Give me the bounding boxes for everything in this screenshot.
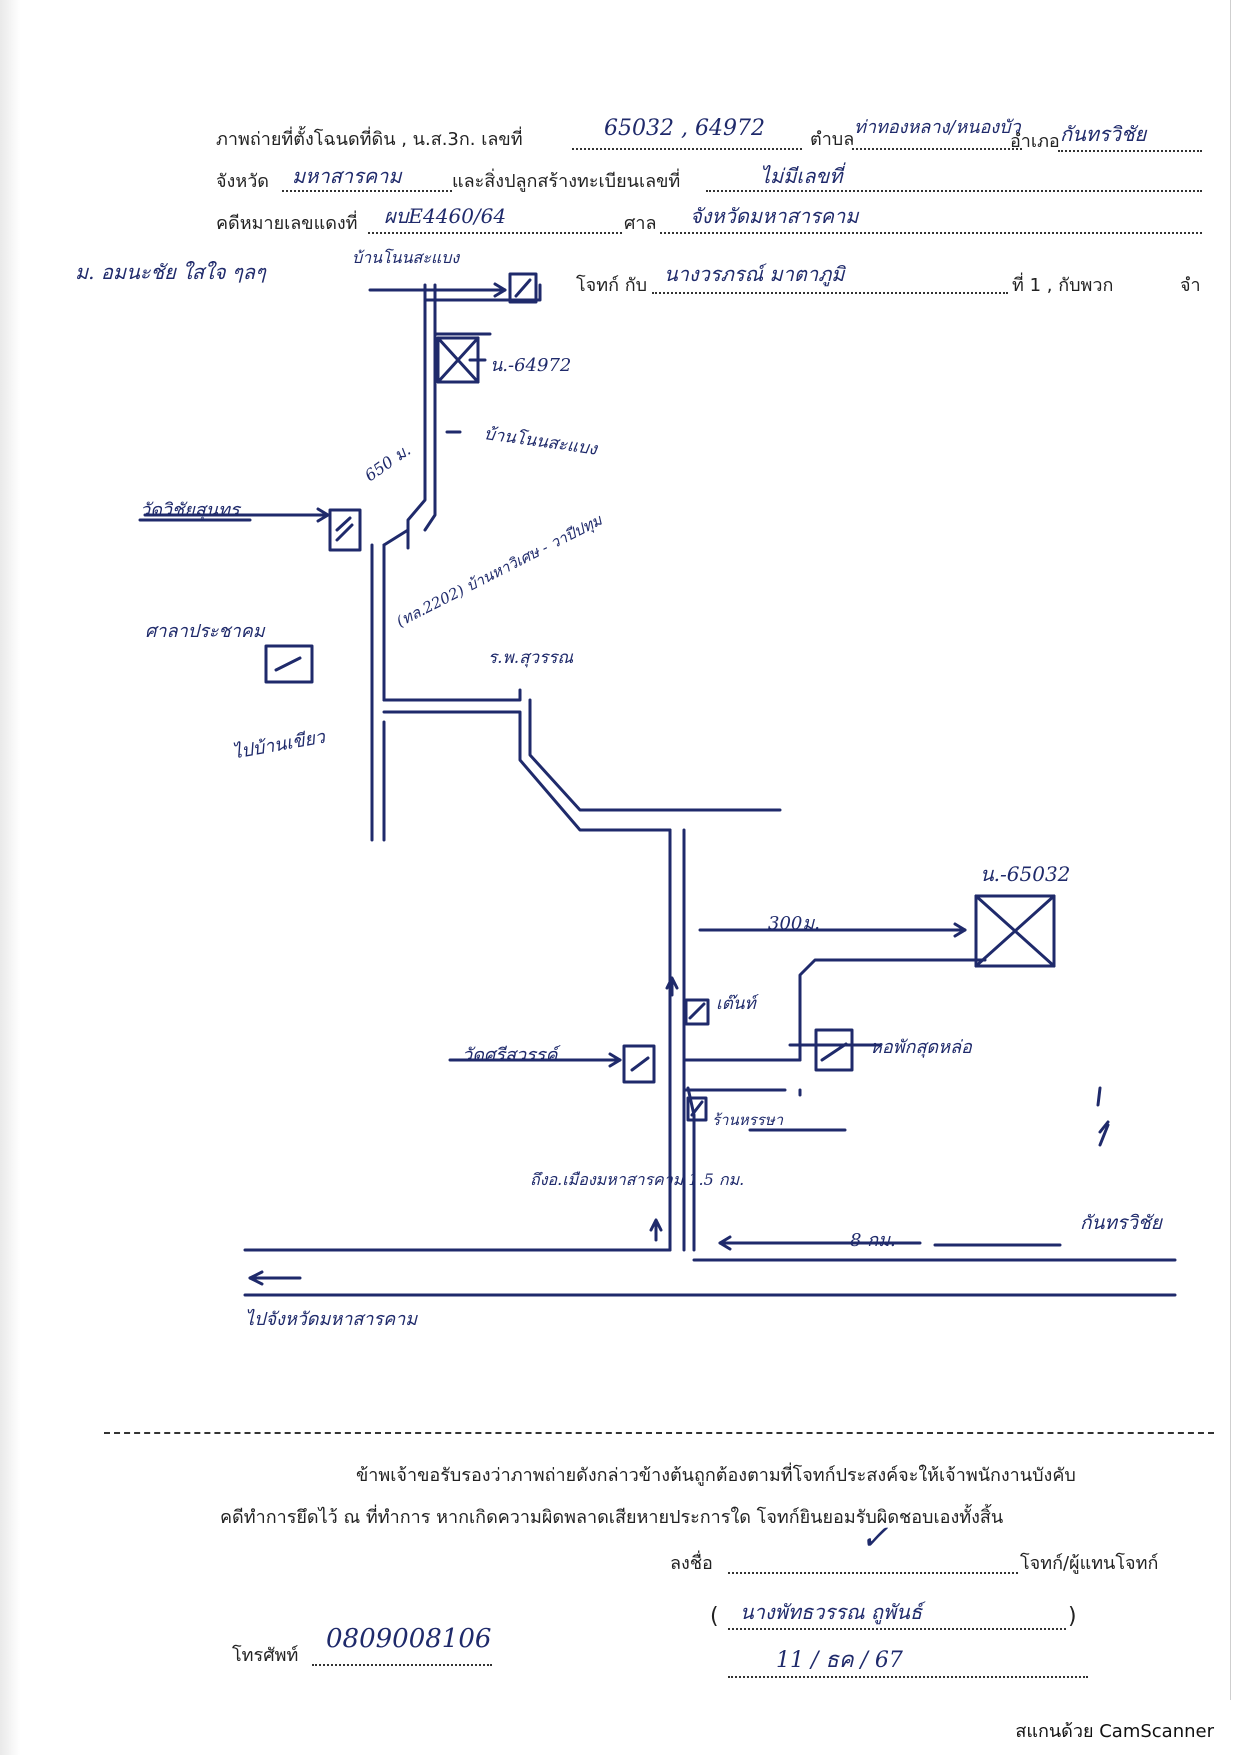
road-line [382, 688, 522, 702]
temple-label: วัดวิชัยสุนทร [140, 500, 240, 521]
defendant-value: นางวรภรณ์ มาตาภูมิ [664, 262, 845, 286]
phone-label: โทรศัพท์ [232, 1645, 299, 1666]
roadside-house-label: บ้านโนนสะแบง [352, 248, 460, 267]
dotted-line [1058, 150, 1202, 152]
district-value: กันทรวิชัย [1060, 122, 1147, 146]
bottom-road-label: ไปจังหวัดมหาสารคาม [245, 1309, 418, 1330]
phone-value: 0809008106 [326, 1624, 492, 1654]
dotted-line [852, 148, 1022, 150]
road-line [798, 958, 987, 1062]
building-box [328, 508, 362, 552]
dotted-line [728, 1572, 1018, 1574]
village-label: ม. อมนะชัย ใสใจ ๆลๆ [75, 260, 266, 284]
camscanner-watermark: สแกนด้วย CamScanner [1015, 1721, 1214, 1742]
scan-edge-shadow [0, 0, 20, 1755]
district-label: อำเภอ [1010, 131, 1060, 152]
temple-2-label: วัดศรีสวรรค์ [462, 1045, 558, 1066]
parcel-65032-box [974, 894, 1056, 968]
certification-line-2: คดีทำการยึดไว้ ณ ที่ทำการ หากเกิดความผิด… [220, 1507, 1004, 1528]
sign-label: ลงชื่อ [670, 1553, 713, 1574]
school-label: ร.พ.สุวรรณ [488, 648, 574, 668]
parcel-65032-label: น.-65032 [980, 862, 1071, 886]
distance-8km-label: 8 กม. [850, 1230, 896, 1251]
mahasarakham-distance-label: ถึงอ.เมืองมหาสารคาม 1.5 กม. [530, 1170, 745, 1189]
sign-date: 11 / ธค / 67 [776, 1648, 903, 1673]
certification-line-1: ข้าพเจ้าขอรับรองว่าภาพถ่ายดังกล่าวข้างต้… [356, 1465, 1076, 1486]
shop-label: เต๊นท์ [716, 994, 756, 1014]
defendant-suffix: ที่ 1 , กับพวก [1012, 275, 1114, 296]
shop-2-label: ร้านหรรษา [712, 1111, 784, 1129]
distance-300-label: 300ม. [768, 913, 820, 934]
underline [1098, 1123, 1110, 1147]
province-label: จังหวัด [216, 171, 269, 192]
dotted-line [706, 190, 1202, 192]
dotted-line [368, 232, 622, 234]
right-border-rule [1230, 0, 1231, 1700]
dotted-line [572, 148, 802, 150]
section-divider [104, 1432, 1214, 1434]
suffix-short: จำ [1180, 275, 1201, 296]
building-box [264, 644, 314, 684]
building-box [684, 998, 710, 1026]
road-line [406, 283, 427, 550]
dotted-line [728, 1628, 1066, 1630]
case-value: ผบE4460/64 [384, 204, 507, 228]
deed-numbers: 65032 , 64972 [604, 116, 765, 141]
building-label: และสิ่งปลูกสร้างทะเบียนเลขที่ [452, 171, 681, 192]
subdistrict-value: ท่าทองหลาง/หนองบัว [854, 117, 1021, 138]
road-line [382, 528, 410, 547]
name-open-paren: ( [710, 1604, 719, 1629]
signer-name: นางพัทธวรรณ ถูพันธ์ [740, 1600, 923, 1624]
case-label: คดีหมายเลขแดงที่ [216, 213, 358, 234]
plaintiff-label: โจทก์ กับ [576, 275, 648, 296]
building-box [814, 1028, 854, 1072]
dotted-line [652, 292, 1008, 294]
subdistrict-label: ตำบล [810, 129, 855, 150]
dorm-label: หอพักสุดหล่อ [870, 1037, 972, 1058]
dotted-line [660, 232, 1202, 234]
clinic-label: ศาลาประชาคม [145, 621, 265, 642]
building-box [686, 1096, 708, 1122]
dotted-line [312, 1664, 492, 1666]
deed-prefix-label: ภาพถ่ายที่ตั้งโฉนดที่ดิน , น.ส.3ก. เลขที… [216, 129, 523, 150]
province-value: มหาสารคาม [292, 164, 402, 188]
road-line [423, 283, 542, 302]
building-box [508, 272, 538, 304]
road-line [528, 698, 782, 812]
building-box [622, 1044, 656, 1084]
kantharawichai-label: กันทรวิชัย [1080, 1212, 1162, 1234]
sign-role: โจทก์/ผู้แทนโจทก์ [1020, 1553, 1159, 1574]
court-value: จังหวัดมหาสารคาม [690, 204, 859, 228]
road-line [423, 283, 437, 532]
name-close-paren: ) [1068, 1604, 1077, 1629]
parcel-64972-box [436, 336, 480, 384]
road-line [382, 710, 672, 832]
underline [1096, 1086, 1102, 1107]
court-label: ศาล [624, 213, 657, 234]
parcel-64972-label: น.-64972 [490, 355, 572, 376]
dotted-line [728, 1676, 1088, 1678]
building-value: ไม่มีเลขที่ [760, 164, 843, 188]
signature-mark: ✓ [860, 1518, 889, 1558]
dotted-line [282, 190, 452, 192]
